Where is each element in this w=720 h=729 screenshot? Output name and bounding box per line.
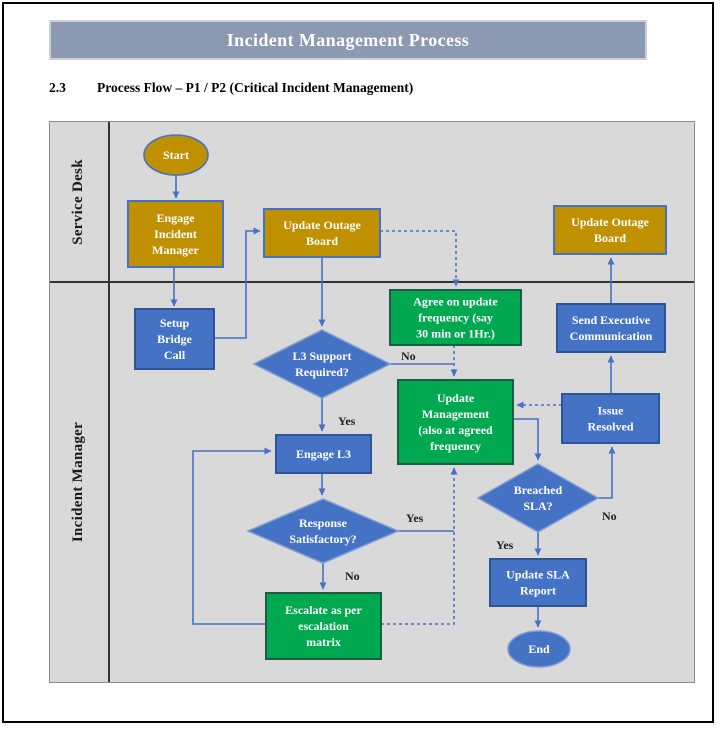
- node-start: Start: [143, 134, 209, 176]
- edge-label-l3-yes: Yes: [338, 414, 356, 428]
- edge-escalate-to-update-mgmt: [381, 467, 458, 625]
- edge-label-l3-no: No: [401, 349, 416, 363]
- edge-setup-bridge-to-outage-board: [214, 227, 261, 339]
- document-title: Incident Management Process: [226, 29, 470, 50]
- section-heading: 2.3 Process Flow – P1 / P2 (Critical Inc…: [49, 80, 669, 96]
- edge-label-breached-no: No: [602, 509, 617, 523]
- section-title: Process Flow – P1 / P2 (Critical Inciden…: [97, 80, 414, 95]
- edge-label-response-yes: Yes: [406, 511, 424, 525]
- node-engage-l3: Engage L3: [275, 434, 372, 474]
- edge-label-response-no: No: [345, 569, 360, 583]
- lane-label-service-desk: Service Desk: [70, 159, 86, 245]
- edge-breached-no-to-issue-resolved: [598, 446, 616, 499]
- document-title-banner: Incident Management Process: [49, 20, 647, 60]
- edge-outage-board-to-agree: [380, 230, 460, 287]
- lane-label-incident-manager: Incident Manager: [70, 422, 86, 542]
- document-page: Incident Management Process 2.3 Process …: [2, 2, 714, 723]
- edge-update-mgmt-to-breached: [513, 418, 542, 461]
- section-number: 2.3: [49, 80, 66, 95]
- edge-label-breached-yes: Yes: [496, 538, 514, 552]
- node-label-start: Start: [163, 148, 189, 162]
- node-end: End: [507, 630, 571, 668]
- node-label-end: End: [528, 642, 550, 656]
- edge-escalate-loop-to-engage-l3: [192, 447, 272, 625]
- node-label-engage-l3: Engage L3: [296, 447, 351, 461]
